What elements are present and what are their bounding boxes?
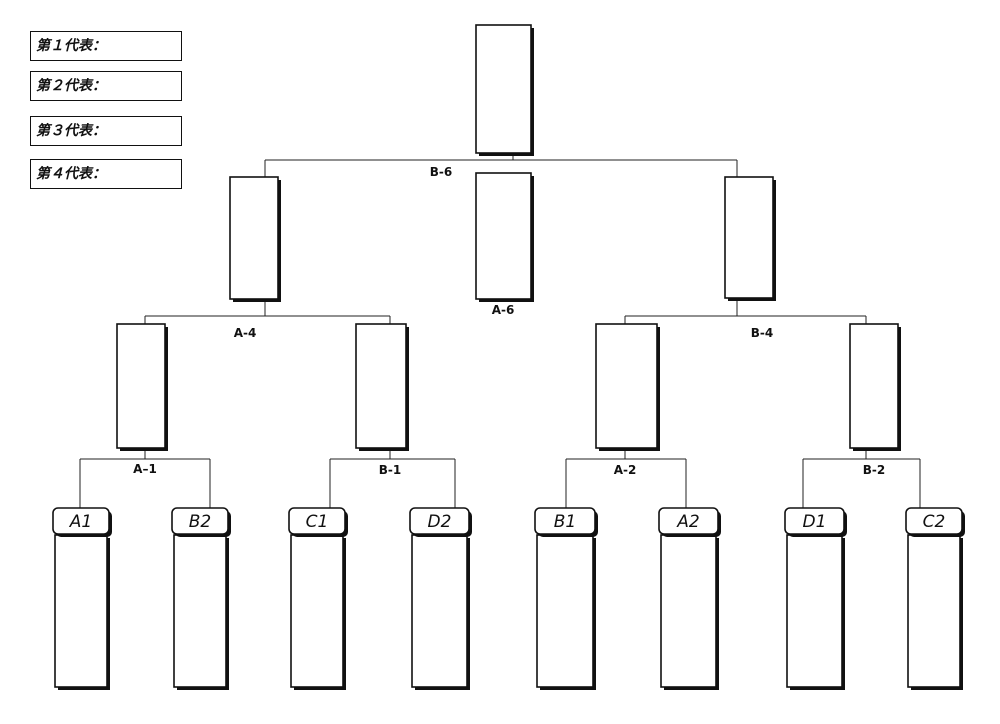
team-tab-c2[interactable] (905, 507, 963, 535)
team-tab-c1[interactable] (288, 507, 346, 535)
team-box-c2[interactable] (907, 534, 961, 688)
team-label-c2: C2 (923, 512, 946, 532)
semifinalist-box-right[interactable] (724, 176, 774, 299)
team-label-d1: D1 (803, 512, 827, 532)
team-label-c1: C1 (306, 512, 329, 532)
third-place-box[interactable] (475, 172, 532, 300)
team-label-d2: D2 (428, 512, 452, 532)
round1-winner-box-1[interactable] (116, 323, 166, 449)
match-label-semi-left: A-4 (234, 326, 257, 340)
round1-winner-box-4[interactable] (849, 323, 899, 449)
match-label-semi-right: B-4 (751, 326, 773, 340)
team-box-a2[interactable] (660, 534, 717, 688)
match-label-round1-3: A-2 (614, 463, 637, 477)
representative-4-field[interactable]: 第４代表： (30, 159, 182, 189)
match-label-final: B-6 (430, 165, 452, 179)
round1-winner-box-2[interactable] (355, 323, 407, 449)
team-box-b2[interactable] (173, 534, 227, 688)
champion-box[interactable] (475, 24, 532, 154)
team-tab-a2[interactable] (658, 507, 719, 535)
representative-3-field[interactable]: 第３代表： (30, 116, 182, 146)
team-label-b1: B1 (554, 512, 576, 532)
semifinalist-box-left[interactable] (229, 176, 279, 300)
representative-1-field[interactable]: 第１代表： (30, 31, 182, 61)
team-box-d1[interactable] (786, 534, 843, 688)
team-tab-a1[interactable] (52, 507, 110, 535)
team-tab-b2[interactable] (171, 507, 229, 535)
match-label-round1-4: B-2 (863, 463, 885, 477)
team-tab-d2[interactable] (409, 507, 470, 535)
representative-2-field[interactable]: 第２代表： (30, 71, 182, 101)
match-label-round1-2: B-1 (379, 463, 401, 477)
team-label-a2: A2 (676, 512, 699, 532)
team-tab-b1[interactable] (534, 507, 596, 535)
match-label-third-place: A-6 (492, 303, 515, 317)
team-box-b1[interactable] (536, 534, 594, 688)
team-label-b2: B2 (189, 512, 211, 532)
team-tab-d1[interactable] (784, 507, 845, 535)
team-box-d2[interactable] (411, 534, 468, 688)
match-label-round1-1: A–1 (133, 462, 157, 476)
team-label-a1: A1 (69, 512, 92, 532)
team-box-c1[interactable] (290, 534, 344, 688)
team-box-a1[interactable] (54, 534, 108, 688)
round1-winner-box-3[interactable] (595, 323, 658, 449)
